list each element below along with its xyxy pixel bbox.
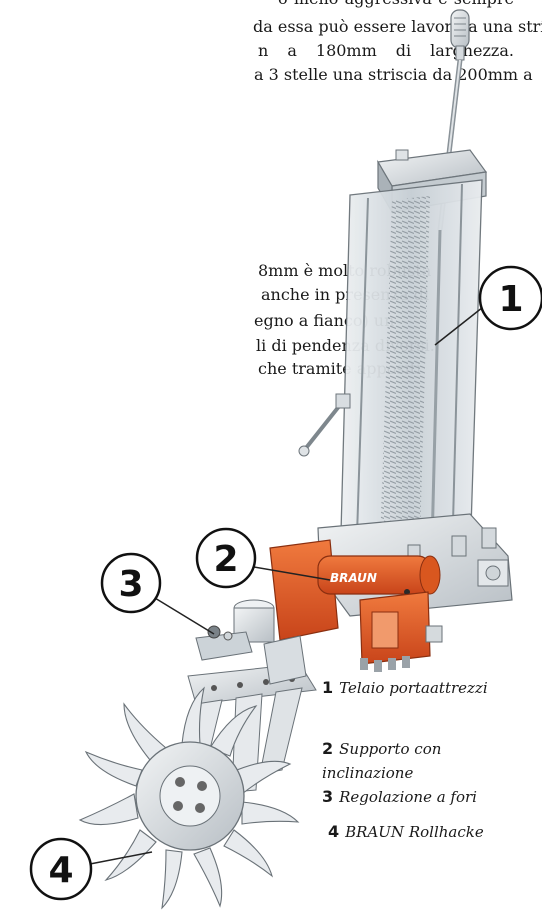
intro-word: larghezza.	[430, 41, 514, 60]
legend-number: 4	[328, 822, 340, 841]
legend-item-2-continuation: inclinazione	[322, 763, 413, 783]
legend-item-4: 4 BRAUN Rollhacke	[328, 822, 484, 842]
legend-number: 1	[322, 678, 334, 697]
callout-1: 1	[434, 265, 542, 346]
callout-number-2: 2	[213, 539, 238, 580]
legend-item-2: 2 Supporto con	[322, 739, 441, 759]
intro-word: e	[438, 0, 447, 10]
legend-label: Regolazione a fori	[339, 788, 477, 806]
callout-3: 3	[100, 552, 215, 635]
hole-adjustment-block	[187, 599, 317, 705]
intro-word: sempre	[454, 0, 514, 10]
callout-number-3: 3	[118, 564, 143, 605]
legend-number: 2	[322, 739, 334, 758]
rollhacke-wheel	[78, 686, 300, 910]
intro-word: 180mm	[315, 41, 377, 60]
intro-line-2: da essa può essere lavorata una striscia	[253, 17, 542, 36]
intro-word: n	[258, 41, 269, 60]
intro-line-4: a 3 stelle una striscia da 200mm a	[254, 65, 533, 84]
legend-label: Telaio portaattrezzi	[339, 679, 488, 697]
intro-line-3: n a 180mm di larghezza.	[258, 40, 514, 62]
legend-item-3: 3 Regolazione a fori	[322, 787, 477, 807]
callout-4: 4	[29, 837, 153, 901]
intro-line-1: o meno aggressiva e sempre	[278, 0, 514, 10]
intro-word: di	[395, 41, 412, 60]
legend-label: Supporto con	[339, 740, 442, 758]
intro-word: meno	[294, 0, 339, 10]
intro-word: a	[287, 41, 297, 60]
intro-word: o	[278, 0, 288, 10]
tilt-support: BRAUN	[269, 539, 443, 672]
legend-label: inclinazione	[322, 764, 414, 782]
legend-label: BRAUN Rollhacke	[345, 823, 484, 841]
callout-2: 2	[195, 527, 331, 589]
callout-number-1: 1	[498, 279, 523, 320]
legend-item-1: 1 Telaio portaattrezzi	[322, 678, 488, 698]
callout-number-4: 4	[48, 850, 73, 891]
intro-word: aggressiva	[345, 0, 432, 10]
brand-label: BRAUN	[330, 571, 377, 585]
legend-number: 3	[322, 787, 334, 806]
side-lever	[298, 393, 351, 457]
